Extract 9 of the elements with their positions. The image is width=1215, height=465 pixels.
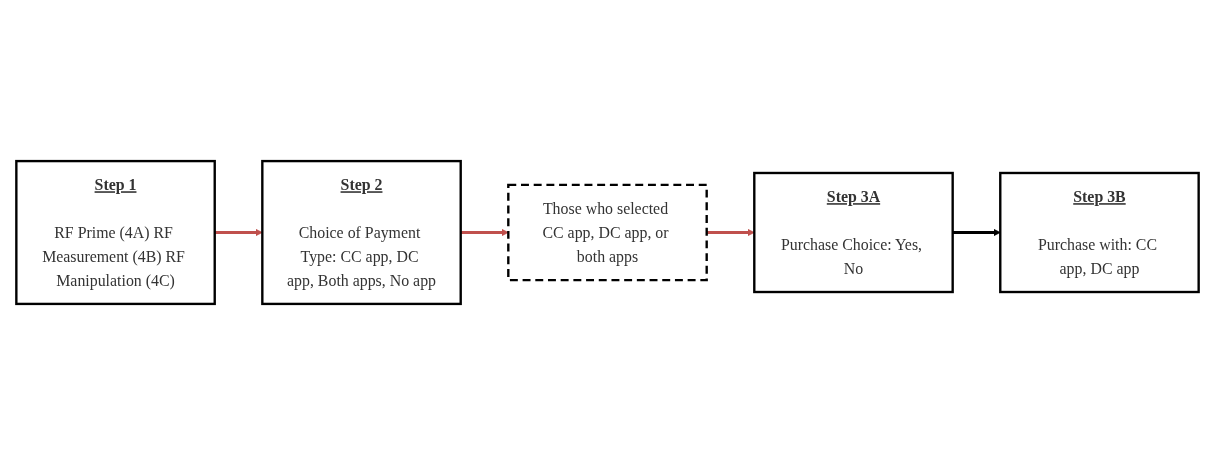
arrow (214, 229, 263, 236)
arrow (460, 229, 509, 236)
node-box: Step 2 Choice of Payment Type: CC app, DC app, Both apps, No app (261, 159, 462, 306)
arrow (952, 229, 1001, 236)
node-box: Step 3B Purchase with: CC app, DC app (999, 171, 1200, 294)
node-box: Step 3A Purchase Choice: Yes, No (753, 171, 954, 294)
node-box: Step 1 RF Prime (4A) RF Measurement (4B) RF Manipulation (4C) (15, 159, 216, 306)
node-box: Those who selected CC app, DC app, or both apps (507, 183, 708, 282)
arrow (706, 229, 755, 236)
